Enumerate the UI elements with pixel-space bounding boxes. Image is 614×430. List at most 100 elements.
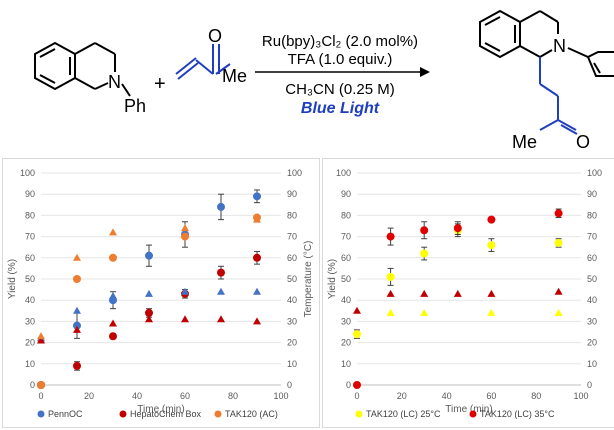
x-tick-label: 80 — [531, 391, 541, 401]
tak120-ac-temperature-point — [37, 332, 45, 340]
y-tick-label: 40 — [341, 295, 351, 305]
tak120-ac-temperature-point — [73, 253, 81, 261]
hepatochem-box-temperature-point — [217, 315, 225, 323]
tak120-lc-35-c-point — [453, 224, 462, 233]
y-tick-label: 60 — [25, 253, 35, 263]
tak120-ac-temperature-point — [253, 215, 261, 223]
y2-tick-label: 10 — [287, 359, 297, 369]
product-structure — [479, 9, 614, 77]
tak120-lc-35-c-point — [487, 215, 496, 224]
legend-label-pennoc: PennOC — [48, 409, 83, 419]
legend-label-tak120-lc-35-c: TAK120 (LC) 35°C — [480, 409, 555, 419]
y2-tick-label: 10 — [587, 359, 597, 369]
y-tick-label: 20 — [25, 338, 35, 348]
tak120-lc-35-c-temperature-point — [453, 289, 462, 297]
nitrogen-label-2: N — [553, 36, 566, 56]
light-condition: Blue Light — [301, 100, 380, 117]
y2-tick-label: 50 — [287, 274, 297, 284]
chart-left: 0102030405060708090100010203040506070809… — [7, 168, 314, 419]
x-axis-label: Time (min) — [445, 404, 492, 415]
legend-marker-tak120-lc-25-c — [355, 410, 363, 418]
tak120-lc-35-c-temperature-point — [487, 289, 496, 297]
arrow-head — [420, 67, 430, 77]
tak120-ac-point — [181, 232, 189, 241]
acid-condition: TFA (1.0 equiv.) — [288, 51, 393, 68]
hepatochem-box-point — [217, 268, 225, 277]
pennoc-temperature-point — [145, 289, 153, 297]
tak120-lc-25-c-temperature-point — [420, 308, 429, 316]
y-tick-label: 30 — [25, 316, 35, 326]
tak120-ac-point — [37, 381, 45, 389]
pennoc-temperature-point — [73, 306, 81, 314]
y-tick-label: 70 — [341, 232, 351, 242]
y-tick-label: 80 — [25, 210, 35, 220]
legend-label-hepatochem-box: HepatoChem Box — [130, 409, 202, 419]
pennoc-temperature-point — [181, 287, 189, 295]
y2-tick-label: 20 — [287, 338, 297, 348]
pennoc-temperature-point — [109, 291, 117, 299]
y2-axis-label: Temperature (°C) — [303, 241, 314, 318]
methyl-vinyl-ketone-structure — [175, 44, 231, 80]
y-tick-label: 10 — [341, 359, 351, 369]
x-tick-label: 60 — [180, 391, 190, 401]
legend-marker-tak120-ac — [214, 410, 222, 418]
y2-tick-label: 30 — [287, 316, 297, 326]
y-axis-label: Yield (%) — [7, 259, 18, 299]
pennoc-point — [145, 251, 153, 260]
tak120-lc-35-c-point — [353, 381, 361, 389]
phenyl-label: Ph — [124, 96, 146, 116]
y2-tick-label: 70 — [287, 232, 297, 242]
plus-sign: + — [154, 73, 166, 95]
hepatochem-box-point — [145, 308, 153, 317]
y-tick-label: 10 — [25, 359, 35, 369]
pennoc-temperature-point — [253, 287, 261, 295]
x-tick-label: 20 — [84, 391, 94, 401]
y2-tick-label: 50 — [587, 274, 597, 284]
y2-tick-label: 60 — [287, 253, 297, 263]
tak120-lc-25-c-temperature-point — [554, 308, 563, 316]
y-tick-label: 0 — [346, 380, 351, 390]
methyl-label-1: Me — [222, 66, 247, 86]
hepatochem-box-temperature-point — [145, 315, 153, 323]
y2-tick-label: 0 — [587, 380, 592, 390]
tak120-lc-25-c-point — [353, 330, 361, 339]
y2-tick-label: 40 — [287, 295, 297, 305]
x-tick-label: 20 — [397, 391, 407, 401]
pennoc-point — [217, 202, 225, 211]
x-tick-label: 100 — [273, 391, 288, 401]
y-tick-label: 80 — [341, 210, 351, 220]
y2-tick-label: 90 — [587, 189, 597, 199]
y-tick-label: 50 — [25, 274, 35, 284]
hepatochem-box-temperature-point — [37, 336, 45, 344]
y-tick-label: 40 — [25, 295, 35, 305]
hepatochem-box-point — [253, 253, 261, 262]
oxygen-label-1: O — [208, 26, 222, 46]
y2-tick-label: 80 — [287, 210, 297, 220]
x-tick-label: 0 — [354, 391, 359, 401]
y-tick-label: 70 — [25, 232, 35, 242]
pennoc-temperature-point — [217, 287, 225, 295]
legend-marker-pennoc — [37, 410, 45, 418]
tetrahydroisoquinoline-structure — [34, 41, 131, 97]
tak120-lc-35-c-point — [554, 209, 563, 218]
y-tick-label: 100 — [20, 168, 35, 178]
y2-tick-label: 30 — [587, 316, 597, 326]
x-tick-label: 80 — [228, 391, 238, 401]
x-tick-label: 40 — [442, 391, 452, 401]
y2-tick-label: 0 — [287, 380, 292, 390]
tak120-lc-35-c-temperature-point — [420, 289, 429, 297]
tak120-lc-25-c-point — [386, 272, 395, 281]
y-tick-label: 30 — [341, 316, 351, 326]
hepatochem-box-point — [109, 332, 117, 341]
nitrogen-label-1: N — [108, 72, 121, 92]
hepatochem-box-temperature-point — [253, 317, 261, 325]
hepatochem-box-temperature-point — [73, 325, 81, 333]
tak120-lc-25-c-point — [487, 241, 496, 250]
y-tick-label: 20 — [341, 338, 351, 348]
methyl-label-2: Me — [512, 132, 537, 152]
y2-tick-label: 40 — [587, 295, 597, 305]
y-tick-label: 60 — [341, 253, 351, 263]
tak120-lc-35-c-point — [420, 226, 429, 235]
legend-marker-tak120-lc-35-c — [469, 410, 477, 418]
x-tick-label: 0 — [38, 391, 43, 401]
